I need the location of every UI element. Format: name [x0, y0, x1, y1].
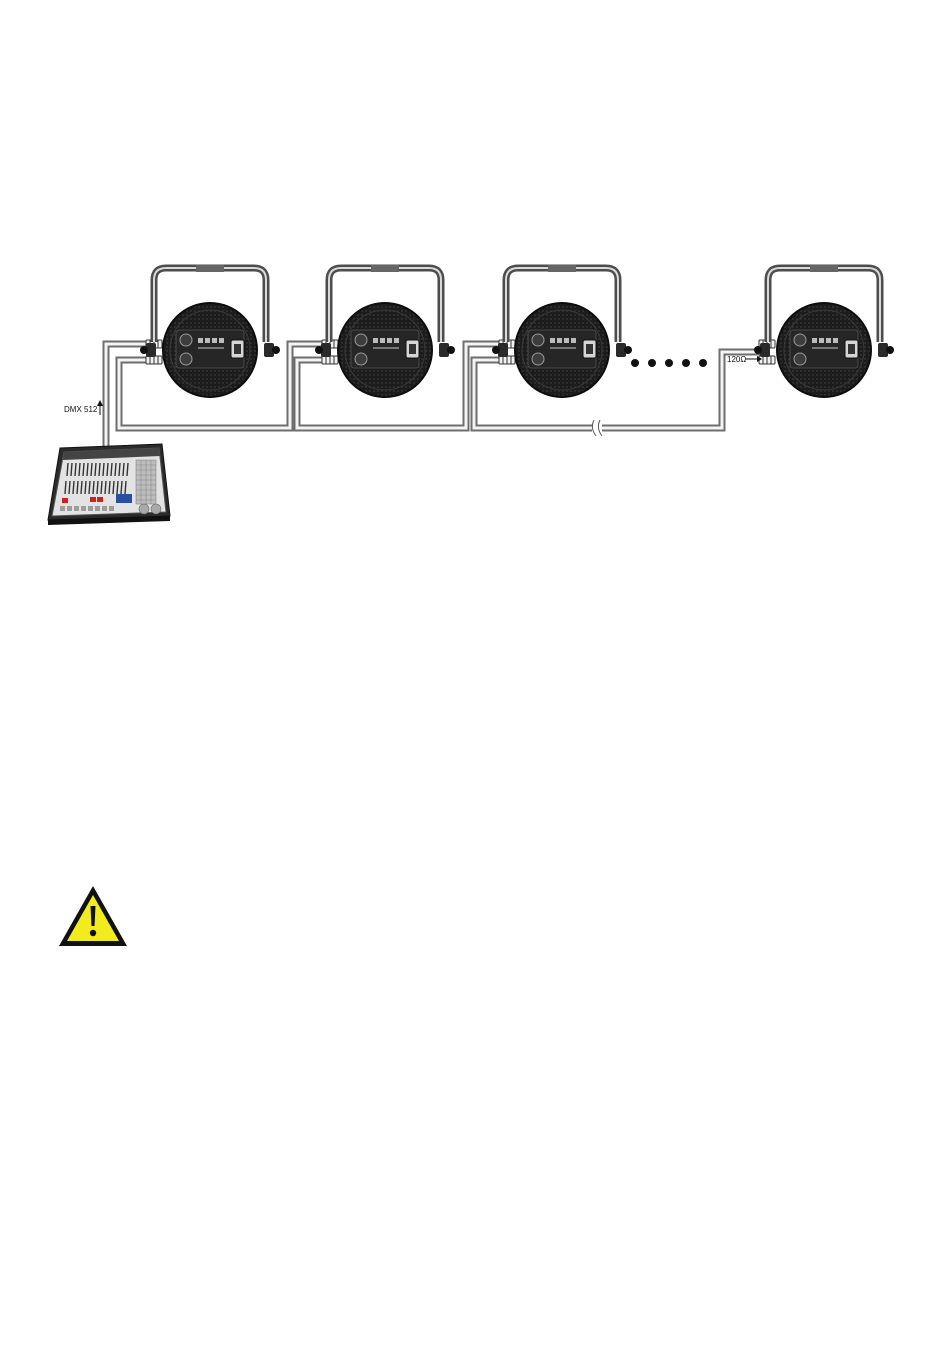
fixture-4	[754, 265, 894, 397]
par-fixture-icon	[492, 265, 632, 397]
more-fixtures-dots	[631, 359, 707, 367]
par-fixture-icon	[140, 265, 280, 397]
fixture-1	[140, 265, 280, 397]
terminator-label: 120Ω	[727, 355, 746, 364]
fixture-3	[492, 265, 632, 397]
cable-break-icon	[592, 420, 602, 436]
warning-triangle-icon	[59, 886, 127, 946]
dmx-signal-label: DMX 512	[64, 405, 98, 414]
fixture-2	[315, 265, 455, 397]
par-fixture-icon	[754, 265, 894, 397]
par-fixture-icon	[315, 265, 455, 397]
dmx-signal-arrow	[97, 400, 103, 415]
dmx-controller-icon	[48, 444, 170, 525]
